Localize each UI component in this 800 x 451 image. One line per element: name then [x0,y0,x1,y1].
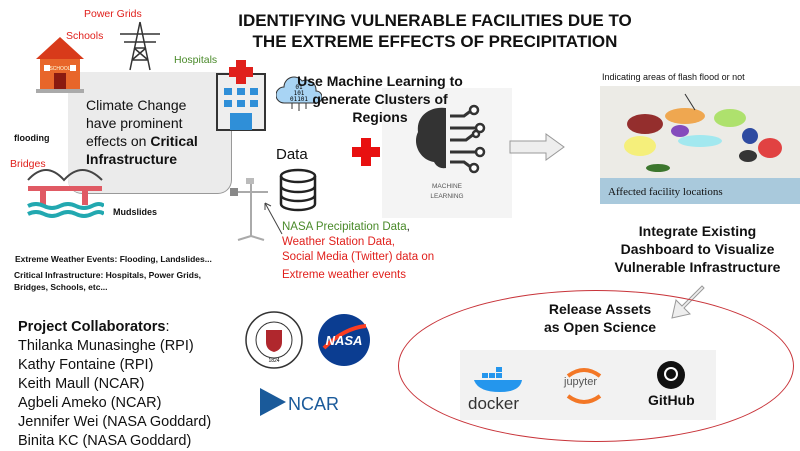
data-sources: NASA Precipitation Data, Weather Station… [282,220,434,283]
caption-line: LEARNING [430,193,464,200]
climate-line: effects on [86,133,151,149]
docker-whale-icon [474,367,522,392]
jupyter-icon [566,368,602,404]
heading-line: generate Clusters of [312,91,448,107]
school-icon: SCHOOL [36,37,84,93]
map-bottom-label: Affected facility locations [608,186,723,198]
logo-panel: docker jupyter GitHub [460,350,716,420]
heading-line: Vulnerable Infrastructure [614,259,781,275]
note-events: Extreme Weather Events: Flooding, Landsl… [15,254,212,264]
heading-line: as Open Science [543,319,657,335]
ncar-text: NCAR [288,394,339,414]
rpi-year: 1824 [268,358,279,364]
collaborators-heading: Project Collaborators [18,319,166,335]
collaborators: Project Collaborators: Thilanka Munasing… [18,318,211,451]
weather-station-icon [230,178,268,241]
heading-line: Integrate Existing [638,223,757,239]
cluster-dots [624,93,782,172]
release-ellipse [398,290,794,442]
climate-bold: Critical [150,133,198,149]
collaborator: Agbeli Ameko (NCAR) [18,395,162,411]
collaborator: Binita KC (NASA Goddard) [18,433,192,449]
label-hospitals: Hospitals [174,54,218,66]
note-infrastructure: Critical Infrastructure: Hospitals, Powe… [14,269,201,293]
collaborator: Thilanka Munasinghe (RPI) [18,338,194,354]
binary-text: 01 [295,84,303,91]
school-sign: SCHOOL [49,66,70,72]
heading-line: Use Machine Learning to [297,73,463,89]
nasa-logo: NASA [318,314,370,366]
caption-line: MACHINE [432,183,462,190]
data-label: Data [276,146,308,163]
collaborator: Jennifer Wei (NASA Goddard) [18,414,212,430]
collaborator: Keith Maull (NCAR) [18,376,145,392]
climate-line: Climate Change [86,97,187,113]
github-logo: GitHub [648,392,695,408]
brain-icon [415,104,486,174]
note-line: Critical Infrastructure: Hospitals, Powe… [14,270,202,280]
pointer-arrow [264,202,283,235]
database-icon [279,168,317,212]
label-mudslides: Mudslides [113,207,158,217]
power-tower-icon [120,21,160,71]
dashboard-heading: Integrate Existing Dashboard to Visualiz… [605,222,790,276]
label-bridges: Bridges [10,158,46,170]
right-arrow-icon [509,133,565,161]
collaborator: Kathy Fontaine (RPI) [18,357,154,373]
source-nasa: NASA Precipitation Data [282,221,407,233]
source-extreme: Extreme weather events [282,269,407,281]
title-line-1: IDENTIFYING VULNERABLE FACILITIES DUE TO [238,11,632,30]
climate-line: have prominent [86,115,183,131]
comma: , [406,221,410,233]
heading-line: Regions [352,109,408,125]
climate-box-text: Climate Change have prominent effects on… [86,96,236,168]
label-flooding: flooding [14,133,50,143]
note-line: Bridges, Schools, etc... [14,282,108,292]
climate-bold: Infrastructure [86,151,178,167]
hospital-icon [216,60,266,131]
title-line-2: THE EXTREME EFFECTS OF PRECIPITATION [252,32,618,51]
plus-icon [352,138,380,166]
jupyter-logo: jupyter [564,376,598,388]
nasa-text: NASA [326,333,363,348]
gulf-water [600,178,800,204]
rpi-seal-logo: 1824 [245,311,303,369]
source-weather: Weather Station Data, [282,236,395,248]
bridge-icon [27,169,104,218]
binary-text: 101 [294,90,305,97]
ncar-logo: NCAR [260,388,339,416]
cloud-data-icon: 01 101 01101 [276,76,322,111]
ml-caption: MACHINE LEARNING [382,182,512,202]
heading-line: Release Assets [548,301,652,317]
binary-text: 01101 [290,96,308,103]
colon: : [165,319,170,335]
ml-image: MACHINE LEARNING [382,88,512,218]
label-power-grids: Power Grids [84,8,142,20]
source-social: Social Media (Twitter) data on [282,251,435,263]
ml-heading: Use Machine Learning to generate Cluster… [290,72,470,126]
release-heading: Release Assets as Open Science [520,300,680,336]
github-octocat-icon [657,361,685,389]
heading-line: Dashboard to Visualize [620,241,775,257]
label-schools: Schools [66,30,104,42]
map-top-label: Indicating areas of flash flood or not [602,72,745,82]
cluster-map: Affected facility locations [600,86,800,204]
docker-logo: docker [468,394,520,413]
page-title: IDENTIFYING VULNERABLE FACILITIES DUE TO… [200,10,670,52]
